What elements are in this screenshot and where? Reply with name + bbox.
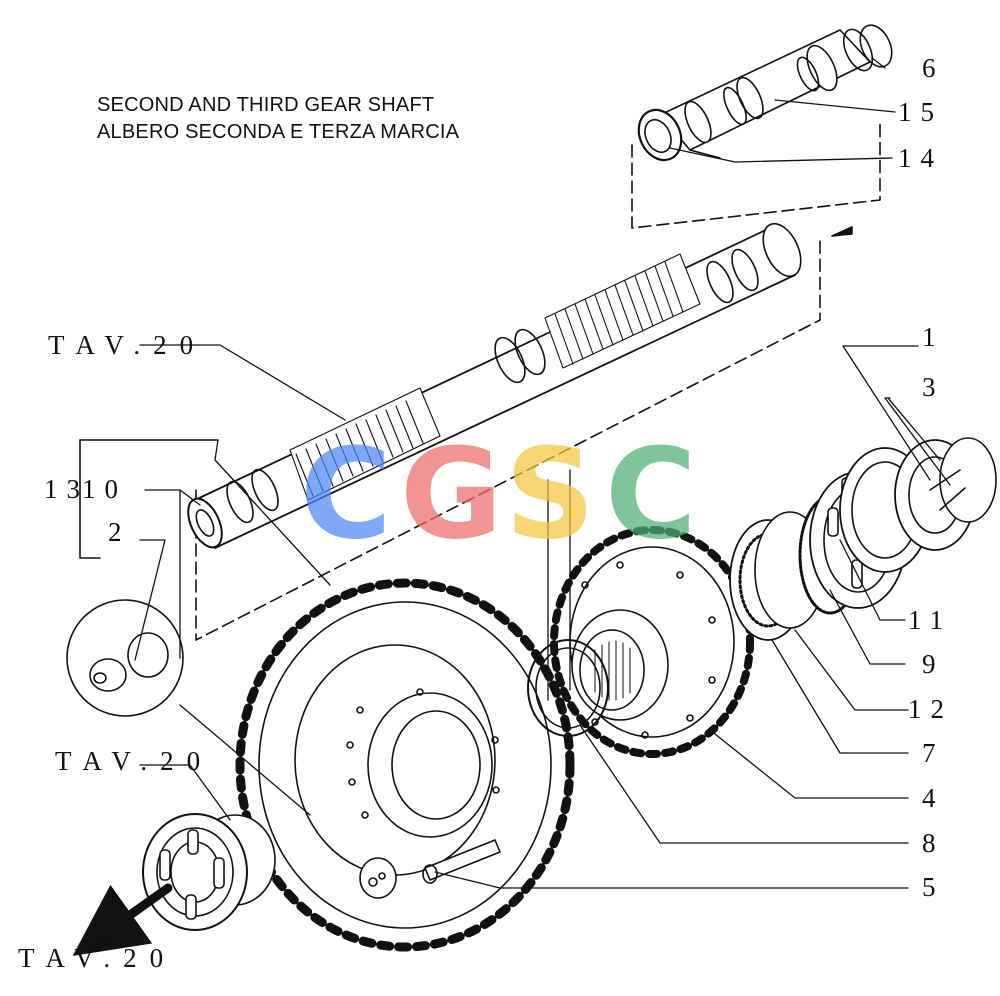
roller-bearing [142,813,276,931]
reference-tav-top: TAV.20 [48,330,207,360]
callout-2: 2 [108,517,131,547]
callout-3: 3 [922,372,945,402]
callout-4: 4 [922,783,945,813]
reference-tav-mid: TAV.20 [55,746,214,776]
callout-6: 6 [922,53,945,83]
small-shaft-assembly [637,24,893,162]
title-italian: ALBERO SECONDA E TERZA MARCIA [97,121,460,143]
watermark-letter-s: S [505,422,596,567]
callout-13: 13 [44,474,89,504]
large-gear [235,578,575,952]
snap-ring [527,639,609,737]
watermark-letter-c2: C [605,422,697,567]
callout-12: 12 [908,694,953,724]
watermark-letter-c1: C [300,422,392,567]
title-english: SECOND AND THIRD GEAR SHAFT [97,94,435,116]
reference-tav-bottom: TAV.20 [18,943,177,973]
callout-10: 10 [82,474,127,504]
callout-15: 15 [898,97,943,127]
bearing-stack [729,437,997,641]
medium-gear [550,526,754,758]
spacer-disc [66,599,184,717]
callout-1: 1 [922,322,945,352]
callout-5: 5 [922,872,945,902]
callout-11: 11 [908,605,952,635]
callout-14: 14 [898,143,943,173]
callout-7: 7 [922,738,945,768]
watermark-letter-g: G [400,422,503,567]
callout-8: 8 [922,828,945,858]
main-shaft [187,222,802,549]
callout-9: 9 [922,649,945,679]
